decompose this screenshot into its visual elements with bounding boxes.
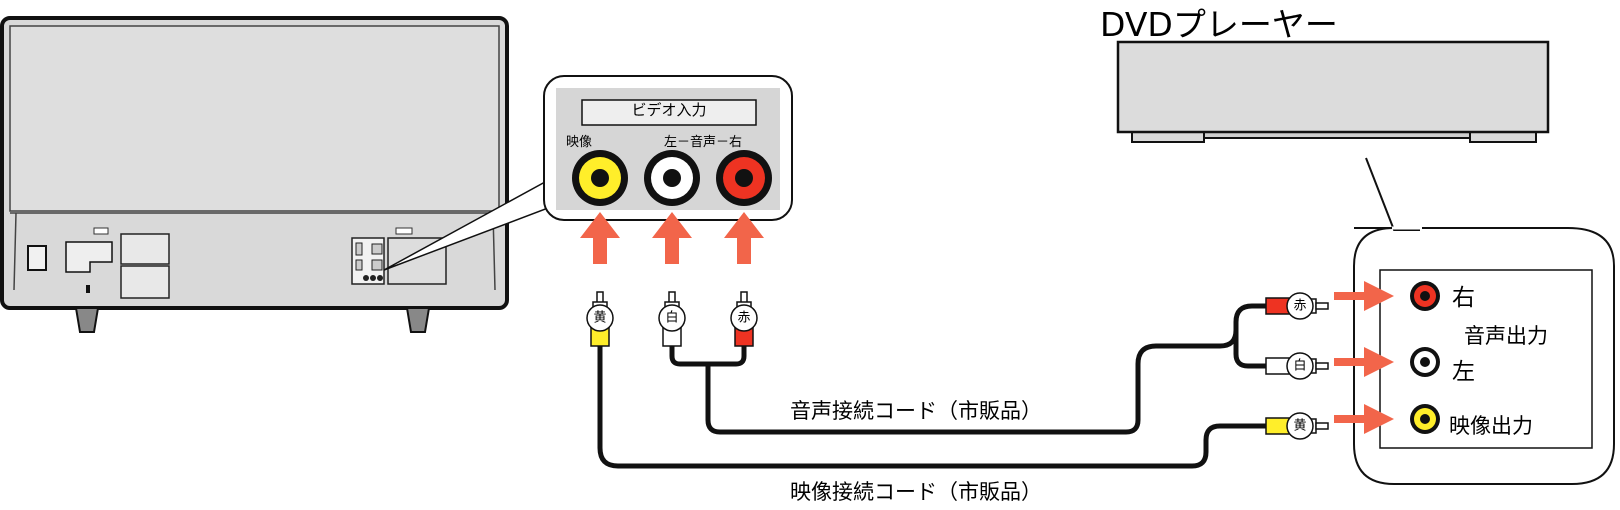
plug-tag-yellow-tv: 黄 xyxy=(593,311,606,326)
video-cable xyxy=(597,343,1279,469)
plug-tag-white-tv: 白 xyxy=(665,310,678,326)
plug-tag-red-dvd: 赤 xyxy=(1293,299,1306,314)
audio-cable xyxy=(669,303,1279,435)
dvd-output-panel xyxy=(1353,227,1615,485)
dvd-player-title: DVDプレーヤー xyxy=(1100,5,1338,44)
dvd-right-label: 右 xyxy=(1452,285,1475,311)
dvd-callout-pointer xyxy=(1365,157,1420,231)
video-cord-label: 映像接続コード（市販品） xyxy=(790,480,1042,504)
plug-tag-yellow-dvd: 黄 xyxy=(1293,419,1306,434)
tv-back xyxy=(0,16,509,333)
plug-tag-white-dvd: 白 xyxy=(1293,358,1306,374)
dvd-video-output-label: 映像出力 xyxy=(1449,414,1533,438)
tv-input-panel xyxy=(543,75,793,221)
arrow-into-dvd-left xyxy=(1334,347,1394,377)
dvd-player xyxy=(1116,40,1550,143)
dvd-audio-output-label: 音声出力 xyxy=(1464,324,1548,348)
arrow-into-dvd-video xyxy=(1334,404,1394,434)
dvd-left-label: 左 xyxy=(1452,359,1475,385)
audio-jack-label: 左－音声－右 xyxy=(664,135,743,150)
video-jack-label: 映像 xyxy=(566,135,593,150)
arrow-into-dvd-right xyxy=(1334,281,1394,311)
plug-tag-red-tv: 赤 xyxy=(737,311,750,326)
audio-cord-label: 音声接続コード（市販品） xyxy=(790,399,1042,423)
video-input-title: ビデオ入力 xyxy=(631,101,707,119)
